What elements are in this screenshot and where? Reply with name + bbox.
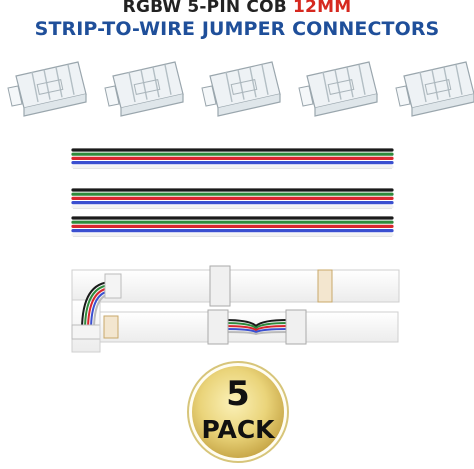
l-corner-strip <box>71 265 400 353</box>
connector-1-icon <box>7 61 87 117</box>
badge-number: 5 <box>226 374 250 414</box>
connector-3-icon <box>201 61 281 117</box>
badge-label: PACK <box>201 415 275 444</box>
product-title-line1: RGBW 5-PIN COB 12MM <box>0 0 474 17</box>
wire-group-3 <box>71 216 394 237</box>
size-highlight: 12MM <box>293 0 352 17</box>
connector-5-icon <box>395 61 474 117</box>
wire-bundle <box>71 148 394 237</box>
connector-4-icon <box>298 61 378 117</box>
jumper-strip <box>99 309 399 345</box>
wire-group-2 <box>71 188 394 209</box>
product-title-line2: STRIP-TO-WIRE JUMPER CONNECTORS <box>34 18 440 40</box>
wire-group-1 <box>71 148 394 169</box>
pack-badge <box>187 361 289 463</box>
connector-2-icon <box>104 61 184 117</box>
connector-row <box>7 61 474 117</box>
